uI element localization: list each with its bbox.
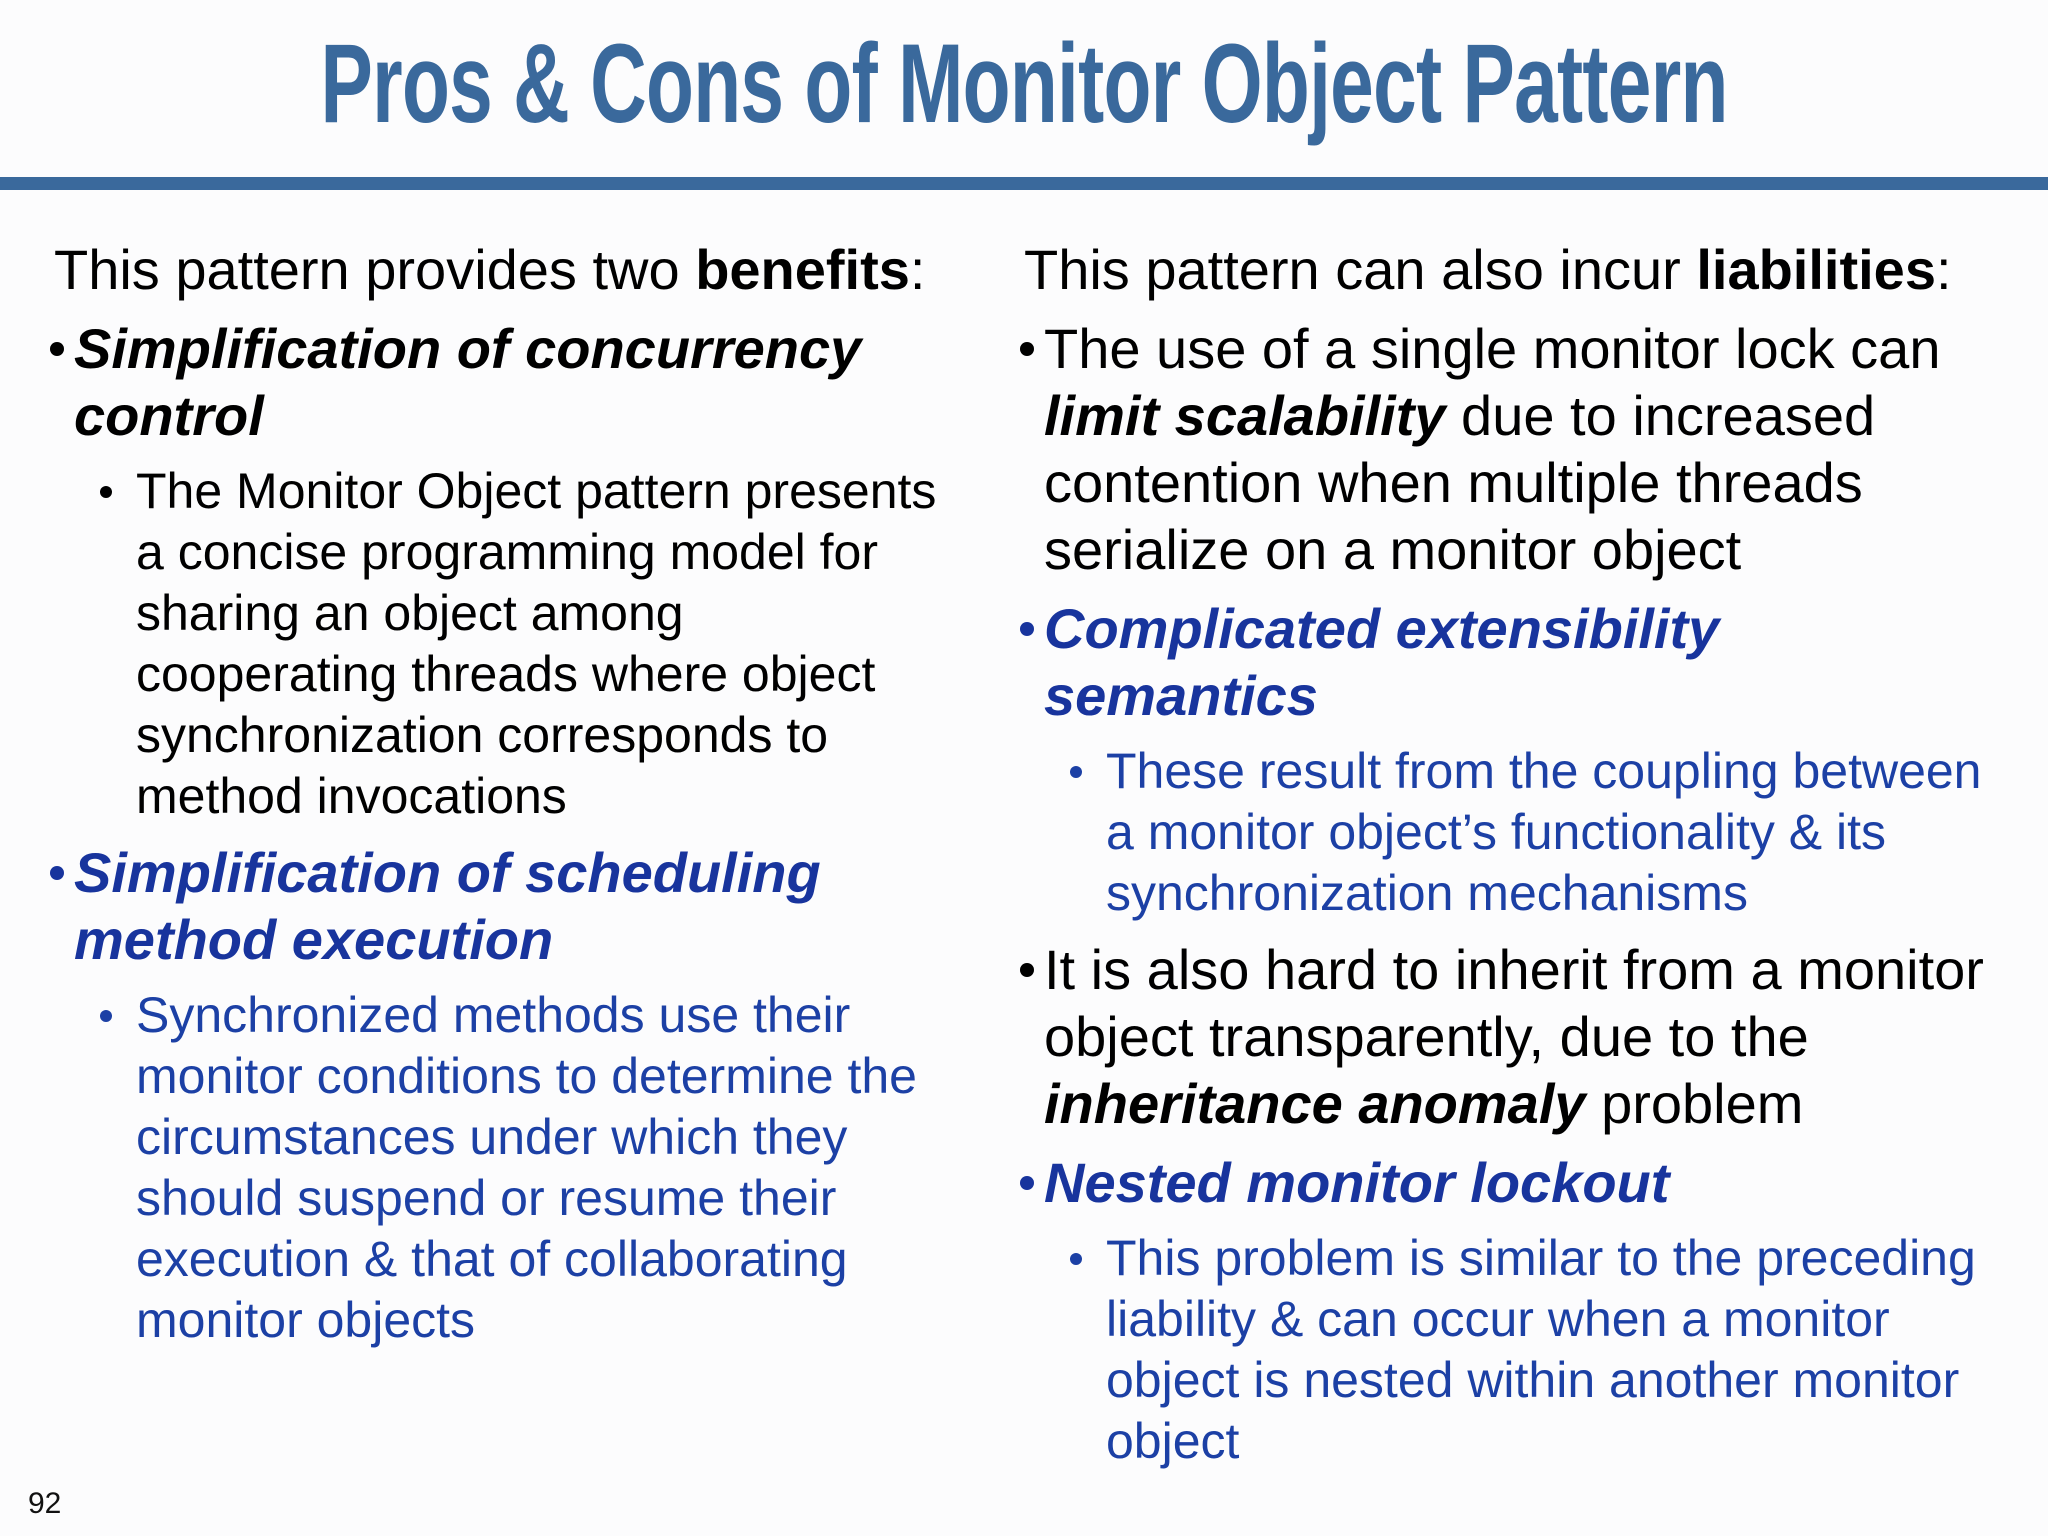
- bullet-text: Complicated extensibility semantics: [1044, 597, 1720, 727]
- bullet-text: The use of a single monitor lock can lim…: [1044, 317, 1941, 581]
- bullet-icon: [1020, 963, 1034, 977]
- bullet-text: The Monitor Object pattern presents a co…: [136, 463, 937, 824]
- bullet-text: Simplification of scheduling method exec…: [74, 841, 821, 971]
- bullet-item: It is also hard to inherit from a monito…: [1018, 936, 2038, 1137]
- bullet-text: It is also hard to inherit from a monito…: [1044, 938, 1984, 1135]
- bullet-icon: [1020, 342, 1034, 356]
- bullet-icon: [1070, 766, 1082, 778]
- sub-bullet-item: These result from the coupling between a…: [1068, 741, 2038, 924]
- bullet-text: This pattern provides two benefits:: [54, 238, 926, 301]
- page-number: 92: [28, 1487, 62, 1520]
- bullet-icon: [1020, 622, 1034, 636]
- sub-bullet-item: Synchronized methods use their monitor c…: [98, 985, 1008, 1351]
- bullet-item: Simplification of scheduling method exec…: [48, 839, 1008, 973]
- bullet-icon: [1070, 1253, 1082, 1265]
- bullet-item: Simplification of concurrency control: [48, 315, 1008, 449]
- title-divider: [0, 177, 2048, 190]
- bullet-text: Nested monitor lockout: [1044, 1151, 1670, 1214]
- bullet-icon: [50, 342, 64, 356]
- bullet-item: The use of a single monitor lock can lim…: [1018, 315, 2038, 583]
- bullet-text: These result from the coupling between a…: [1106, 743, 1982, 921]
- bullet-text: Synchronized methods use their monitor c…: [136, 987, 917, 1348]
- bullet-icon: [100, 1010, 112, 1022]
- sub-bullet-item: The Monitor Object pattern presents a co…: [98, 461, 1008, 827]
- slide-body: This pattern provides two benefits: Simpl…: [48, 236, 2038, 1472]
- sub-bullet-item: This problem is similar to the preceding…: [1068, 1228, 2038, 1472]
- bullet-text: Simplification of concurrency control: [74, 317, 862, 447]
- intro-line: This pattern can also incur liabilities:: [1018, 236, 2038, 303]
- bullet-text: This problem is similar to the preceding…: [1106, 1230, 1976, 1469]
- bullet-icon: [1020, 1176, 1034, 1190]
- slide-header: Pros & Cons of Monitor Object Pattern: [0, 22, 2048, 146]
- benefits-column: This pattern provides two benefits: Simpl…: [48, 236, 1008, 1472]
- bullet-text: This pattern can also incur liabilities:: [1024, 238, 1952, 301]
- bullet-icon: [100, 486, 112, 498]
- bullet-icon: [50, 866, 64, 880]
- intro-line: This pattern provides two benefits:: [48, 236, 1008, 303]
- bullet-item: Complicated extensibility semantics: [1018, 595, 2038, 729]
- bullet-item: Nested monitor lockout: [1018, 1149, 2038, 1216]
- liabilities-column: This pattern can also incur liabilities:…: [1018, 236, 2038, 1472]
- page-title: Pros & Cons of Monitor Object Pattern: [320, 21, 1728, 146]
